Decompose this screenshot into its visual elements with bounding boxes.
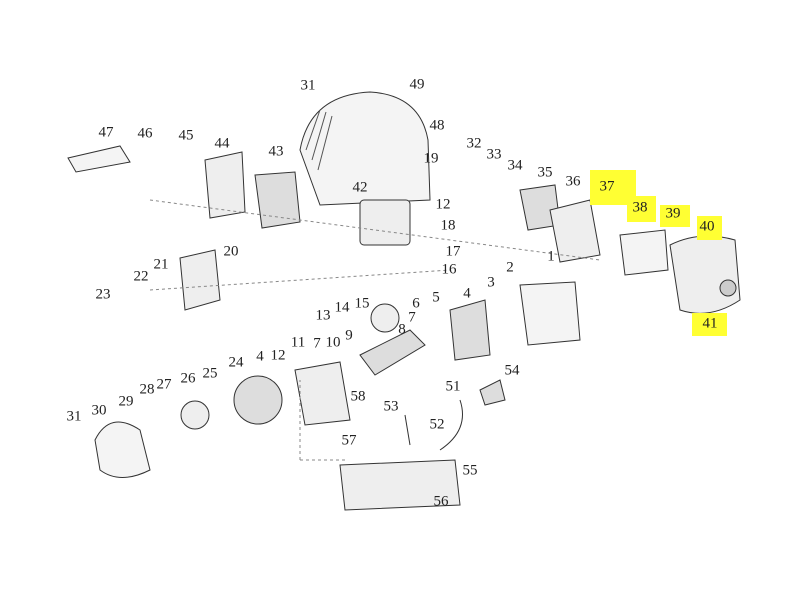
part-callout-17: 17 xyxy=(445,243,461,260)
part-callout-36: 36 xyxy=(565,173,581,190)
engine-top-cover xyxy=(299,91,431,206)
leader-lines xyxy=(149,199,601,461)
part-callout-14: 14 xyxy=(334,299,350,316)
part-callout-20: 20 xyxy=(223,243,239,260)
part-callout-52: 52 xyxy=(429,416,445,433)
part-callout-43: 43 xyxy=(268,143,284,160)
part-callout-10: 10 xyxy=(325,334,341,351)
part-callout-5: 5 xyxy=(432,289,440,306)
callout-highlight xyxy=(627,196,656,222)
part-callout-55: 55 xyxy=(462,462,478,479)
part-callout-35: 35 xyxy=(537,164,553,181)
part-callout-51: 51 xyxy=(445,378,461,395)
part-callout-41: 41 xyxy=(702,315,718,332)
part-callout-53: 53 xyxy=(383,398,399,415)
part-callout-32: 32 xyxy=(466,135,482,152)
part-callout-49: 49 xyxy=(409,76,425,93)
part-callout-27: 27 xyxy=(156,376,172,393)
part-callout-46: 46 xyxy=(137,125,153,142)
part-callout-24: 24 xyxy=(228,354,244,371)
part-callout-45: 45 xyxy=(178,127,194,144)
part-callout-7: 7 xyxy=(408,309,416,326)
part-callout-57: 57 xyxy=(341,432,357,449)
muffler-plate xyxy=(67,145,131,173)
part-callout-38: 38 xyxy=(632,199,648,216)
part-callout-1: 1 xyxy=(547,248,555,265)
part-callout-56: 56 xyxy=(433,493,449,510)
part-callout-21: 21 xyxy=(153,256,169,273)
crankcase-right xyxy=(449,299,491,361)
part-callout-30: 30 xyxy=(91,402,107,419)
part-callout-19: 19 xyxy=(423,150,439,167)
part-callout-4: 4 xyxy=(463,285,471,302)
part-callout-31: 31 xyxy=(66,408,82,425)
ignition-coil xyxy=(179,249,221,311)
air-filter-base xyxy=(549,199,601,263)
part-callout-31: 31 xyxy=(300,77,316,94)
air-filter-element xyxy=(619,229,669,276)
part-callout-47: 47 xyxy=(98,124,114,141)
part-callout-16: 16 xyxy=(441,261,457,278)
part-callout-29: 29 xyxy=(118,393,134,410)
flywheel xyxy=(233,375,283,425)
part-callout-23: 23 xyxy=(95,286,111,303)
part-callout-39: 39 xyxy=(665,205,681,222)
part-callout-18: 18 xyxy=(440,217,456,234)
recoil-starter xyxy=(94,421,151,478)
part-callout-48: 48 xyxy=(429,117,445,134)
part-callout-42: 42 xyxy=(352,179,368,196)
part-callout-11: 11 xyxy=(290,334,306,351)
cylinder xyxy=(359,199,411,246)
part-callout-12: 12 xyxy=(270,347,286,364)
part-callout-58: 58 xyxy=(350,388,366,405)
part-callout-25: 25 xyxy=(202,365,218,382)
part-callout-40: 40 xyxy=(699,218,715,235)
part-callout-3: 3 xyxy=(487,274,495,291)
part-callout-34: 34 xyxy=(507,157,523,174)
part-callout-9: 9 xyxy=(345,327,353,344)
cover-knob xyxy=(719,279,737,297)
part-callout-28: 28 xyxy=(139,381,155,398)
muffler xyxy=(254,171,301,229)
crankcase-left xyxy=(294,361,351,426)
part-callout-44: 44 xyxy=(214,135,230,152)
cover-grille xyxy=(305,109,333,171)
part-callout-13: 13 xyxy=(315,307,331,324)
part-callout-54: 54 xyxy=(504,362,520,379)
primer-bulb xyxy=(479,379,506,406)
part-callout-37: 37 xyxy=(599,178,615,195)
callout-highlight xyxy=(697,216,722,240)
callout-highlight xyxy=(692,313,727,336)
part-callout-22: 22 xyxy=(133,268,149,285)
heat-shield xyxy=(204,151,246,219)
part-callout-33: 33 xyxy=(486,146,502,163)
fuel-tank xyxy=(339,459,461,511)
part-callout-6: 6 xyxy=(412,295,420,312)
part-callout-26: 26 xyxy=(180,370,196,387)
crankshaft xyxy=(359,329,426,376)
starter-pulley xyxy=(180,400,210,430)
air-filter-cover xyxy=(669,235,741,314)
part-callout-8: 8 xyxy=(398,321,406,338)
fuel-line xyxy=(404,399,463,451)
part-callout-4: 4 xyxy=(256,348,264,365)
piston xyxy=(370,303,400,333)
part-callout-2: 2 xyxy=(506,259,514,276)
callout-highlight xyxy=(660,205,690,227)
part-callout-7: 7 xyxy=(313,335,321,352)
part-callout-12: 12 xyxy=(435,196,451,213)
clutch-housing xyxy=(519,281,581,346)
part-callout-15: 15 xyxy=(354,295,370,312)
